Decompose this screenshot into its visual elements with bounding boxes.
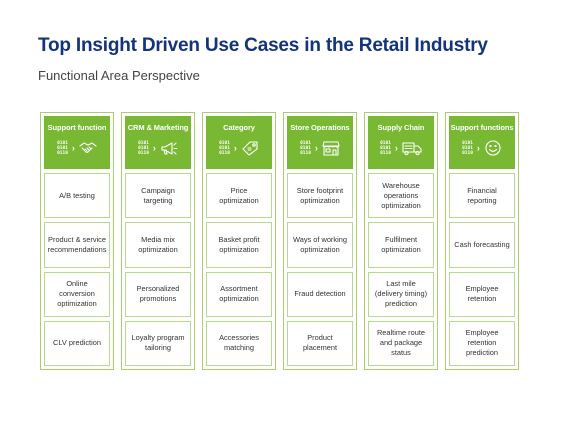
use-case-cell: Employee retention <box>449 271 515 317</box>
use-case-cell: Personalized promotions <box>125 271 191 317</box>
use-case-cell: Price optimization <box>206 173 272 219</box>
store-icon <box>322 140 340 156</box>
truck-icon <box>402 140 422 156</box>
use-case-cell: A/B testing <box>44 173 110 219</box>
chevron-right-icon: › <box>314 143 318 153</box>
use-case-cell: Media mix optimization <box>125 222 191 268</box>
megaphone-icon <box>160 140 178 156</box>
use-case-cell: Store footprint optimization <box>287 173 353 219</box>
handshake-icon <box>79 140 97 156</box>
column-header: Store Operations 0101 0101 0110 › <box>287 116 353 169</box>
chevron-right-icon: › <box>152 143 156 153</box>
binary-digits-icon: 0101 0101 0110 <box>300 140 311 156</box>
use-case-cell: Employee retention prediction <box>449 320 515 366</box>
binary-digits-icon: 0101 0101 0110 <box>462 140 473 156</box>
column-header: Category 0101 0101 0110 › <box>206 116 272 169</box>
use-case-cell: Warehouse operations optimization <box>368 173 434 219</box>
column-header: Support functions 0101 0101 0110 › <box>449 116 515 169</box>
column-header: Support function 0101 0101 0110 › <box>44 116 110 169</box>
use-case-columns: Support function 0101 0101 0110 › A/B te… <box>40 112 519 370</box>
column-support-function: Support function 0101 0101 0110 › A/B te… <box>40 112 114 370</box>
column-crm-marketing: CRM & Marketing 0101 0101 0110 › Campaig… <box>121 112 195 370</box>
column-supply-chain: Supply Chain 0101 0101 0110 › Warehouse … <box>364 112 438 370</box>
column-header: CRM & Marketing 0101 0101 0110 › <box>125 116 191 169</box>
use-case-cell: Fraud detection <box>287 271 353 317</box>
page-title: Top Insight Driven Use Cases in the Reta… <box>38 35 488 56</box>
use-case-cell: Realtime route and package status <box>368 320 434 366</box>
use-case-cell: Accessories matching <box>206 320 272 366</box>
use-case-cell: Product & service recommendations <box>44 222 110 268</box>
chevron-right-icon: › <box>476 143 480 153</box>
use-case-cell: Product placement <box>287 320 353 366</box>
chevron-right-icon: › <box>71 143 75 153</box>
price-tag-icon <box>241 140 259 156</box>
use-case-cell: Financial reporting <box>449 173 515 219</box>
column-category: Category 0101 0101 0110 › Price optimiza… <box>202 112 276 370</box>
column-header-label: Supply Chain <box>377 123 425 132</box>
column-header: Supply Chain 0101 0101 0110 › <box>368 116 434 169</box>
use-case-cell: Assortment optimization <box>206 271 272 317</box>
page-subtitle: Functional Area Perspective <box>38 68 200 83</box>
column-header-label: Support function <box>47 123 107 132</box>
column-store-operations: Store Operations 0101 0101 0110 › Store … <box>283 112 357 370</box>
column-header-label: Category <box>223 123 255 132</box>
chevron-right-icon: › <box>394 143 398 153</box>
use-case-cell: Fulfilment optimization <box>368 222 434 268</box>
use-case-cell: Ways of working optimization <box>287 222 353 268</box>
column-header-label: CRM & Marketing <box>127 123 189 132</box>
use-case-cell: Online conversion optimization <box>44 271 110 317</box>
use-case-cell: CLV prediction <box>44 320 110 366</box>
smiley-icon <box>484 140 502 156</box>
column-header-label: Store Operations <box>290 123 350 132</box>
binary-digits-icon: 0101 0101 0110 <box>219 140 230 156</box>
binary-digits-icon: 0101 0101 0110 <box>57 140 68 156</box>
use-case-cell: Loyalty program tailoring <box>125 320 191 366</box>
use-case-cell: Last mile (delivery timing) prediction <box>368 271 434 317</box>
binary-digits-icon: 0101 0101 0110 <box>138 140 149 156</box>
binary-digits-icon: 0101 0101 0110 <box>380 140 391 156</box>
use-case-cell: Basket profit optimization <box>206 222 272 268</box>
chevron-right-icon: › <box>233 143 237 153</box>
column-support-functions: Support functions 0101 0101 0110 › Finan… <box>445 112 519 370</box>
use-case-cell: Cash forecasting <box>449 222 515 268</box>
use-case-cell: Campaign targeting <box>125 173 191 219</box>
column-header-label: Support functions <box>450 123 514 132</box>
